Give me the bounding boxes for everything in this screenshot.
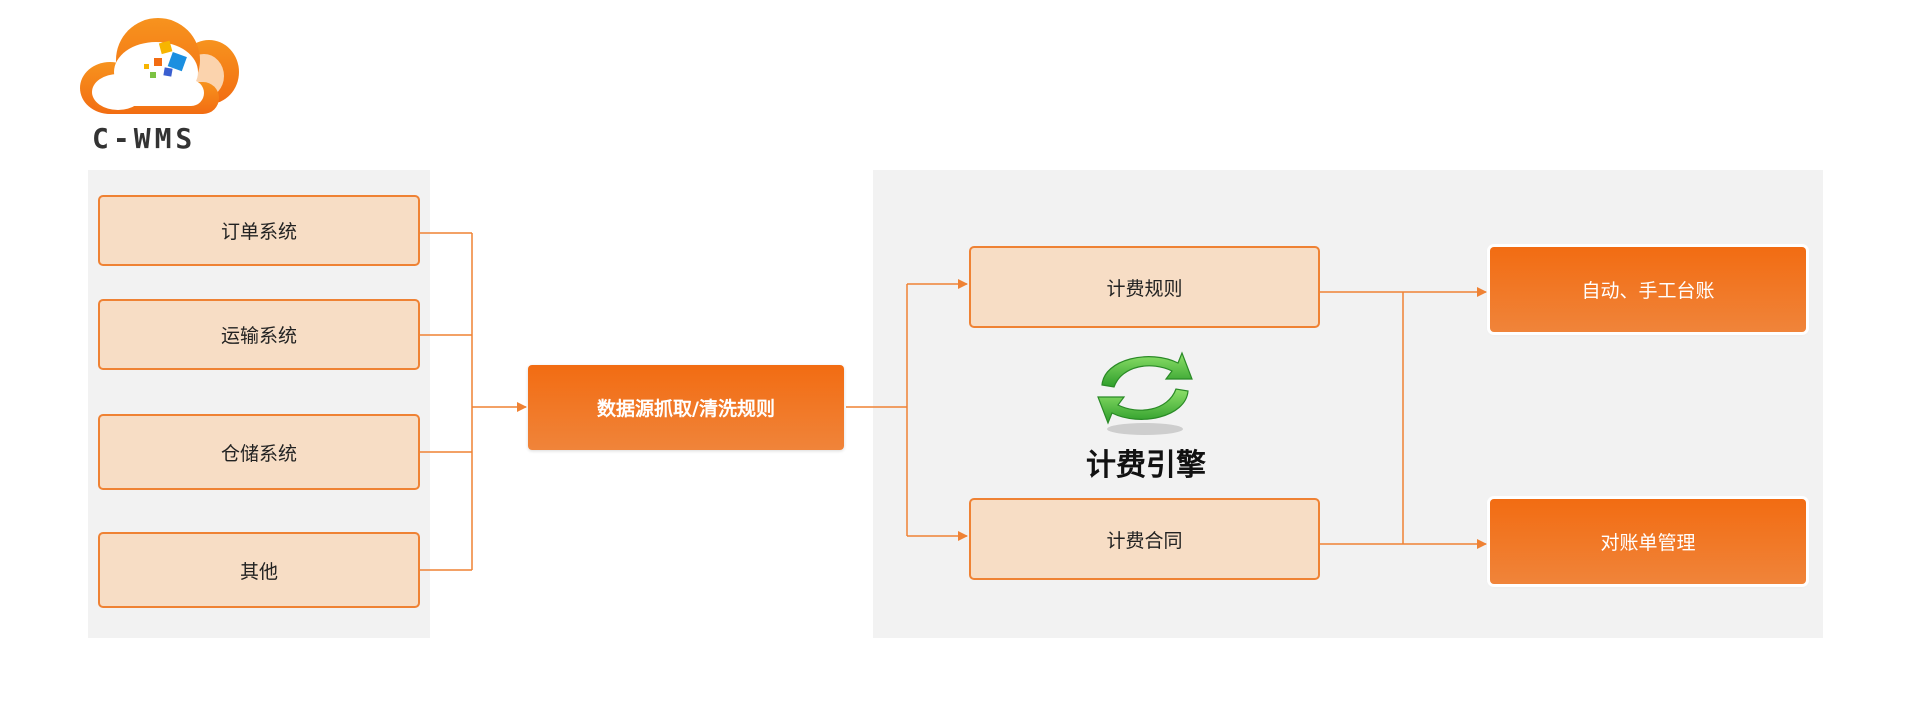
processor-label: 数据源抓取/清洗规则 — [597, 398, 775, 420]
source-box-warehouse-system: 仓储系统 — [98, 414, 420, 490]
source-box-order-system: 订单系统 — [98, 195, 420, 266]
processor-box: 数据源抓取/清洗规则 — [528, 365, 844, 450]
source-box-other: 其他 — [98, 532, 420, 608]
source-label: 运输系统 — [220, 325, 297, 347]
refresh-icon — [1090, 345, 1200, 445]
engine-input-billing-contract: 计费合同 — [969, 498, 1320, 580]
source-label: 订单系统 — [220, 221, 297, 243]
engine-title: 计费引擎 — [1086, 448, 1206, 483]
engine-input-billing-rules: 计费规则 — [969, 246, 1320, 328]
engine-input-label: 计费合同 — [1106, 529, 1183, 552]
engine-input-label: 计费规则 — [1106, 277, 1183, 300]
source-box-transport-system: 运输系统 — [98, 299, 420, 370]
source-label: 其他 — [239, 560, 278, 583]
output-label: 自动、手工台账 — [1581, 280, 1715, 302]
output-box-ledger: 自动、手工台账 — [1490, 247, 1806, 332]
logo-text: C-WMS — [92, 122, 197, 155]
output-box-statement-management: 对账单管理 — [1490, 499, 1806, 584]
source-label: 仓储系统 — [220, 442, 297, 465]
cloud-logo-icon — [80, 18, 239, 114]
logo: C-WMS — [74, 10, 244, 155]
output-label: 对账单管理 — [1600, 532, 1696, 554]
